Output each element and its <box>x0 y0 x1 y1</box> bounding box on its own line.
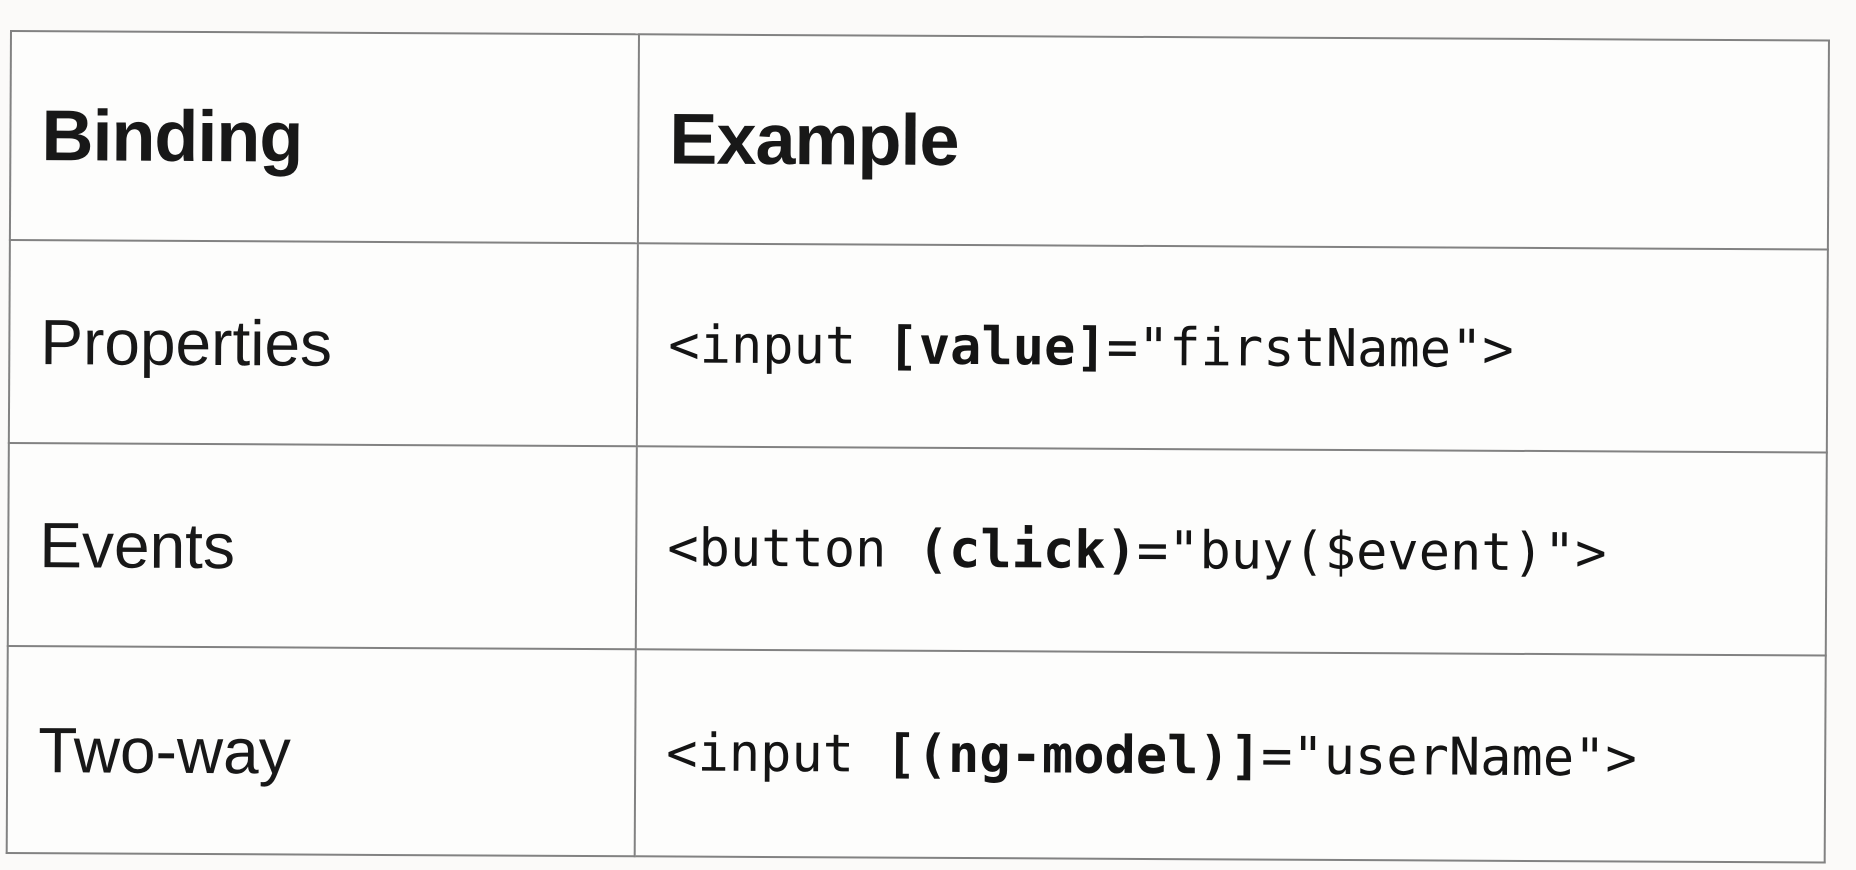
table-header-row: Binding Example <box>9 31 1829 250</box>
table-row-events: Events <button (click)="buy($event)"> <box>7 442 1827 656</box>
code-bold-text: (click) <box>917 519 1138 581</box>
code-text: ="buy($event)"> <box>1136 520 1607 583</box>
example-cell: <input [value]="firstName"> <box>636 243 1828 453</box>
code-snippet: <button (click)="buy($event)"> <box>667 518 1607 583</box>
binding-table: Binding Example Properties <input [value… <box>5 30 1830 864</box>
code-text: <input <box>666 722 886 785</box>
table-figure: Binding Example Properties <input [value… <box>5 30 1830 864</box>
binding-type-label: Properties <box>8 240 638 447</box>
code-bold-text: [value] <box>887 316 1107 378</box>
code-snippet: <input [value]="firstName"> <box>668 315 1514 379</box>
table-row-two-way: Two-way <input [(ng-model)]="userName"> <box>6 645 1826 863</box>
example-cell: <input [(ng-model)]="userName"> <box>634 649 1826 863</box>
code-text: <input <box>668 314 888 377</box>
column-header-binding: Binding <box>9 31 639 244</box>
code-text: ="userName"> <box>1260 726 1637 789</box>
example-cell: <button (click)="buy($event)"> <box>635 446 1827 656</box>
binding-type-label: Two-way <box>6 645 636 857</box>
code-text: ="firstName"> <box>1106 317 1514 380</box>
table-row-properties: Properties <input [value]="firstName"> <box>8 240 1828 453</box>
binding-type-label: Events <box>7 442 637 650</box>
code-bold-text: [(ng-model)] <box>885 724 1262 787</box>
column-header-example: Example <box>637 34 1829 250</box>
code-text: <button <box>667 517 918 580</box>
code-snippet: <input [(ng-model)]="userName"> <box>666 723 1637 788</box>
